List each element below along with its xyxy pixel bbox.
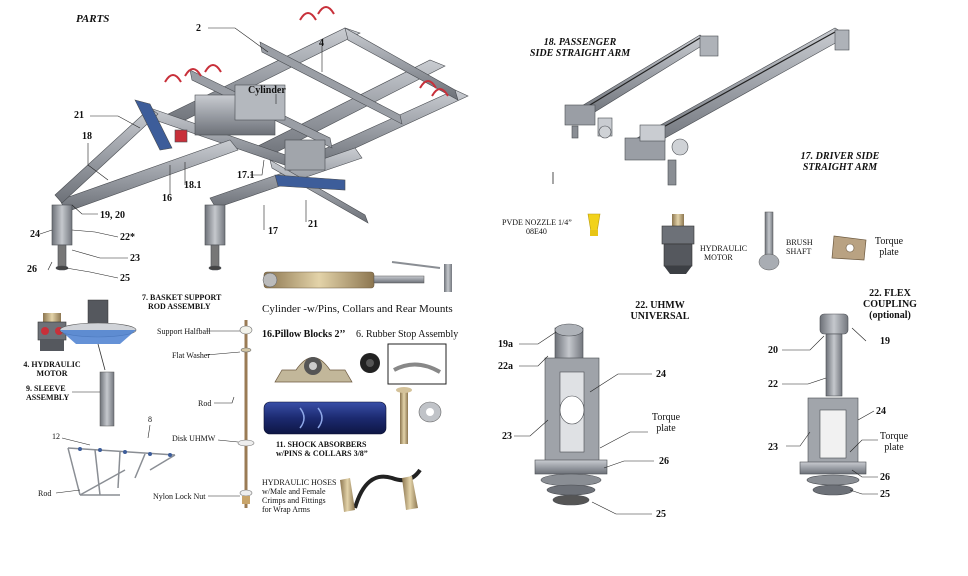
label-flex-coupling: 22. FLEX COUPLING (optional) (863, 288, 917, 321)
label-22-star: 22* (120, 232, 135, 243)
label-rubber-stop: 6. Rubber Stop Assembly (356, 329, 459, 340)
label-25-left: 25 (120, 273, 130, 284)
label-22-flex: 22 (768, 379, 778, 390)
label-12: 12 (52, 432, 60, 441)
brush-shaft-part (758, 211, 780, 271)
frame-leader-lines (39, 27, 323, 279)
label-25-flex: 25 (880, 489, 890, 500)
cylinder-part (262, 261, 452, 292)
pillow-block-part (274, 357, 353, 383)
basket-dots (78, 447, 172, 457)
nozzle-part (587, 213, 601, 236)
label-shock-absorbers: 11. SHOCK ABSORBERS w/PINS & COLLARS 3/8… (276, 440, 368, 458)
label-torque-plate-uhmw: Torque plate (651, 412, 681, 434)
left-leader-lines (55, 330, 241, 497)
uhmw-leader-lines (514, 331, 654, 515)
label-16: 16 (162, 193, 172, 204)
label-cylinder-pins: Cylinder -w/Pins, Collars and Rear Mount… (262, 303, 453, 315)
label-flat-washer: Flat Washer (172, 351, 211, 360)
label-26-left: 26 (27, 264, 37, 275)
label-18-1: 18.1 (184, 180, 202, 191)
label-rod-left: Rod (38, 489, 52, 498)
rubber-stop-part (360, 343, 447, 385)
label-brush-shaft: BRUSH SHAFT (786, 238, 813, 256)
label-24-flex: 24 (876, 406, 886, 417)
label-20-flex: 20 (768, 345, 778, 356)
label-24-left: 24 (30, 229, 40, 240)
label-22a: 22a (498, 361, 513, 372)
sleeve-part (99, 371, 115, 427)
label-4: 4 (319, 38, 324, 49)
label-23-uhmw: 23 (502, 431, 512, 442)
label-hydraulic-hoses: HYDRAULIC HOSES w/Male and Female Crimps… (262, 478, 337, 514)
hydraulic-hose-part (340, 468, 422, 512)
label-hydraulic-motor-right: HYDRAULIC MOTOR (700, 244, 748, 262)
label-19-flex: 19 (880, 336, 890, 347)
label-26-uhmw: 26 (659, 456, 669, 467)
label-21-right: 21 (308, 219, 318, 230)
label-8: 8 (148, 415, 152, 424)
torque-plate-part (831, 235, 867, 261)
label-disk-uhmw: Disk UHMW (172, 434, 216, 443)
label-19a: 19a (498, 339, 513, 350)
label-nylon-lock-nut: Nylon Lock Nut (153, 492, 206, 501)
label-torque-plate-top: Torque plate (874, 236, 904, 258)
label-torque-plate-flex: Torque plate (879, 431, 909, 453)
label-uhmw-universal: 22. UHMW UNIVERSAL (630, 300, 690, 322)
uhmw-universal-drawing (534, 323, 608, 506)
label-17: 17 (268, 226, 278, 237)
label-sleeve-assembly: 9. SLEEVE ASSEMBLY (26, 384, 70, 402)
page-title: PARTS (76, 13, 110, 25)
label-rod-mid: Rod (198, 399, 212, 408)
label-23-left: 23 (130, 253, 140, 264)
hydraulic-motor-part (661, 214, 695, 274)
label-nozzle: PVDE NOZZLE 1/4” 08E40 (502, 218, 572, 236)
passenger-arm (564, 34, 719, 139)
flex-leader-lines (782, 327, 878, 495)
label-24-uhmw: 24 (656, 369, 666, 380)
label-18: 18 (82, 131, 92, 142)
flex-coupling-drawing (799, 313, 867, 496)
main-frame (51, 6, 469, 271)
label-pillow-blocks: 16.Pillow Blocks 2’’ (262, 329, 346, 340)
label-21-left: 21 (74, 110, 84, 121)
label-driver-arm: 17. DRIVER SIDE STRAIGHT ARM (800, 151, 880, 173)
label-23-flex: 23 (768, 442, 778, 453)
basket-frame (67, 447, 176, 496)
label-26-flex: 26 (880, 472, 890, 483)
driver-arm (624, 27, 850, 186)
label-hydraulic-motor-left: 4. HYDRAULIC MOTOR (23, 360, 81, 378)
shock-absorber-part (263, 387, 442, 444)
label-19-20: 19, 20 (100, 210, 125, 221)
label-basket-support: 7. BASKET SUPPORT ROD ASSEMBLY (142, 293, 222, 311)
label-cylinder: Cylinder (248, 85, 286, 96)
label-17-1: 17.1 (237, 170, 255, 181)
label-2: 2 (196, 23, 201, 34)
motor-disk-assembly (59, 299, 137, 371)
label-25-uhmw: 25 (656, 509, 666, 520)
label-passenger-arm: 18. PASSENGER SIDE STRAIGHT ARM (529, 37, 631, 59)
hydraulic-motor-left (37, 313, 67, 351)
basket-rod-assembly (237, 320, 255, 508)
label-support-halfball: Support Halfball (157, 327, 211, 336)
